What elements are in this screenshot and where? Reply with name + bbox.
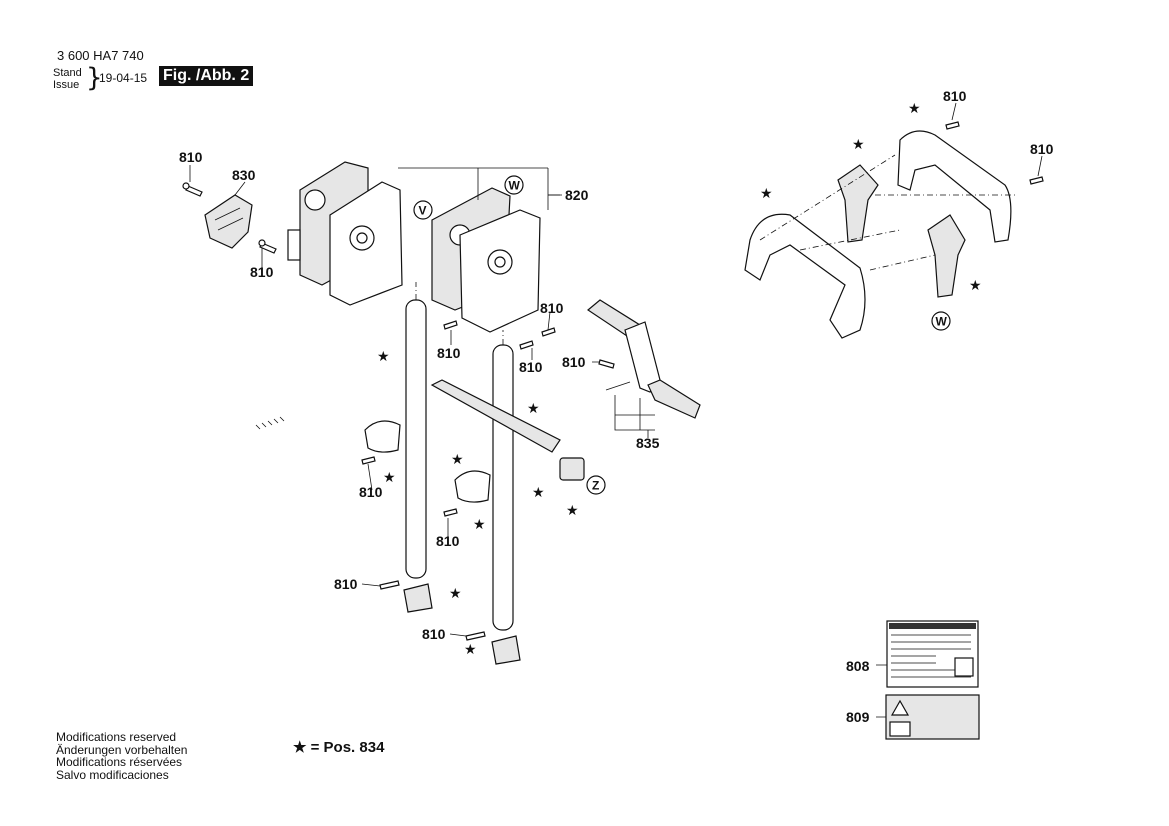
callout-810-a: 810 [179, 149, 203, 165]
document-number: 3 600 HA7 740 [57, 48, 144, 63]
callout-810-j: 810 [422, 626, 446, 642]
callout-810-i: 810 [334, 576, 358, 592]
star-legend: ★ = Pos. 834 [293, 739, 385, 756]
star-marker: ★ [760, 186, 773, 202]
star-marker: ★ [532, 485, 545, 501]
screw-810-c [443, 320, 458, 330]
screw-810-i [379, 580, 400, 590]
modification-notes: Modifications reserved Änderungen vorbeh… [56, 731, 187, 781]
spring [255, 416, 285, 430]
callout-809: 809 [846, 709, 870, 725]
callout-810-k: 810 [943, 88, 967, 104]
star-marker: ★ [566, 503, 579, 519]
callout-830: 830 [232, 167, 256, 183]
callout-810-c: 810 [540, 300, 564, 316]
carry-handle-large [744, 213, 866, 339]
callout-810-d: 810 [437, 345, 461, 361]
clamp-middle [454, 470, 491, 503]
issue-label: Issue [53, 79, 80, 91]
callout-835: 835 [636, 435, 660, 451]
latch-bar [430, 379, 561, 453]
callout-810-g: 810 [359, 484, 383, 500]
star-marker: ★ [969, 278, 982, 294]
callout-810-l: 810 [1030, 141, 1054, 157]
star-marker: ★ [464, 642, 477, 658]
handle-insert-star [837, 164, 879, 243]
circle-marker-w-top: W [504, 175, 524, 195]
circle-label-w: W [509, 179, 521, 193]
screw-810-d [541, 327, 556, 337]
callout-810-b: 810 [250, 264, 274, 280]
star-marker: ★ [473, 517, 486, 533]
figure-label: Fig. /Abb. 2 [159, 66, 254, 86]
star-marker: ★ [908, 101, 921, 117]
note-es: Salvo modificaciones [56, 767, 169, 782]
tube-right [492, 344, 514, 631]
callout-810-e: 810 [519, 359, 543, 375]
screw-810-a [182, 182, 203, 197]
screw-810-b [258, 239, 277, 254]
star-marker: ★ [451, 452, 464, 468]
housing-front-left [329, 181, 403, 306]
circle-label-v: V [419, 204, 427, 218]
screw-810-j [465, 631, 486, 641]
star-marker: ★ [852, 137, 865, 153]
tube-left [405, 299, 427, 579]
foot-left [403, 583, 433, 613]
handle-insert-w [927, 214, 966, 298]
callout-810-h: 810 [436, 533, 460, 549]
callout-810-f: 810 [562, 354, 586, 370]
circle-label-w: W [936, 315, 948, 329]
note-de: Änderungen vorbehalten [56, 742, 188, 757]
circle-marker-w-right: W [931, 311, 951, 331]
circle-marker-v: V [413, 200, 433, 220]
issue-date: 19-04-15 [99, 71, 148, 85]
screw-810-l [1029, 176, 1044, 185]
circle-marker-z: Z [586, 475, 606, 495]
circle-label-z: Z [592, 479, 599, 493]
brace-glyph: } [86, 63, 103, 93]
warning-label-809 [885, 694, 980, 740]
rating-label-808 [886, 620, 979, 688]
stand-issue-label: Stand Issue [53, 67, 82, 91]
screw-810-h [443, 508, 458, 517]
crank-handle-835 [586, 299, 701, 419]
clamp-left [364, 420, 401, 453]
stand-label: Stand [53, 67, 82, 79]
screw-810-e [519, 340, 534, 350]
callout-820: 820 [565, 187, 589, 203]
star-marker: ★ [449, 586, 462, 602]
foot-right [491, 635, 521, 665]
screw-810-g [361, 456, 376, 465]
housing-front-middle [459, 209, 541, 333]
end-cap-z [559, 457, 585, 481]
star-marker: ★ [527, 401, 540, 417]
screw-810-f [598, 359, 615, 369]
star-marker: ★ [383, 470, 396, 486]
star-marker: ★ [377, 349, 390, 365]
screw-810-k [945, 121, 960, 130]
cable-clip-830 [204, 194, 253, 249]
note-fr: Modifications réservées [56, 755, 183, 769]
callout-808: 808 [846, 658, 870, 674]
note-en: Modifications reserved [56, 730, 177, 744]
